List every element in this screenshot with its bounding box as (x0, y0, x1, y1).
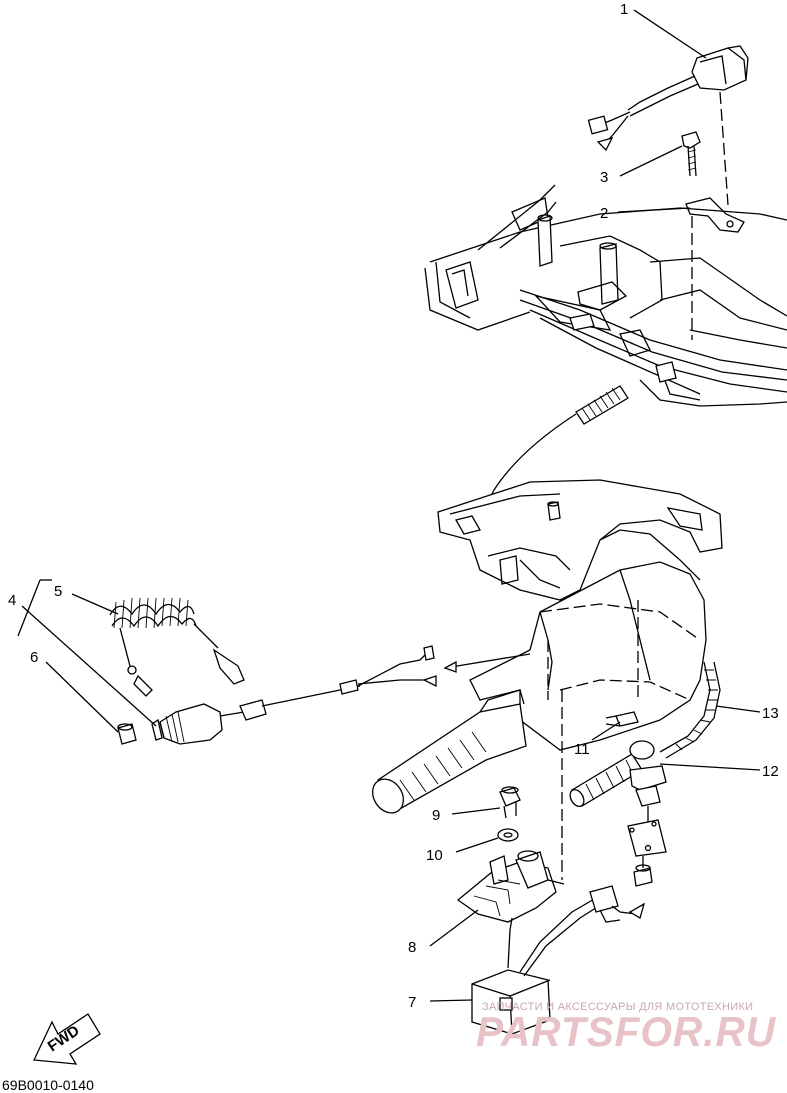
callout-4: 4 (8, 592, 16, 609)
callout-12: 12 (762, 763, 779, 780)
switch-assembly-top (587, 45, 749, 340)
callout-5: 5 (54, 583, 62, 600)
callout-3: 3 (600, 169, 608, 186)
watermark-brand: PARTSFOR.RU (476, 1008, 777, 1055)
callout-13: 13 (762, 705, 779, 722)
fwd-arrow: FWD (33, 1013, 101, 1065)
tiller-handle (371, 561, 707, 880)
upper-engine-structure (424, 184, 787, 407)
callout-9: 9 (432, 807, 440, 824)
cdi-unit-assembly (456, 786, 646, 1035)
kill-switch-assembly (109, 597, 437, 745)
watermark-caption: ЗАПЧАСТИ И АКСЕССУАРЫ ДЛЯ МОТОТЕХНИКИ (482, 1001, 753, 1013)
callout-2: 2 (600, 205, 608, 222)
callout-11: 11 (574, 741, 590, 758)
callout-1: 1 (620, 1, 628, 18)
drawing-code: 69B0010-0140 (2, 1077, 94, 1093)
callout-7: 7 (408, 994, 416, 1011)
callout-labels: 1 2 3 4 5 6 7 8 9 10 11 12 13 (8, 1, 779, 1011)
callout-6: 6 (30, 649, 38, 666)
harness-clamp (569, 661, 721, 887)
callout-8: 8 (408, 939, 416, 956)
tiller-bracket (437, 479, 723, 601)
watermark: ЗАПЧАСТИ И АКСЕССУАРЫ ДЛЯ МОТОТЕХНИКИ PA… (476, 1001, 777, 1055)
leader-lines (17, 9, 761, 1002)
callout-10: 10 (426, 847, 443, 864)
